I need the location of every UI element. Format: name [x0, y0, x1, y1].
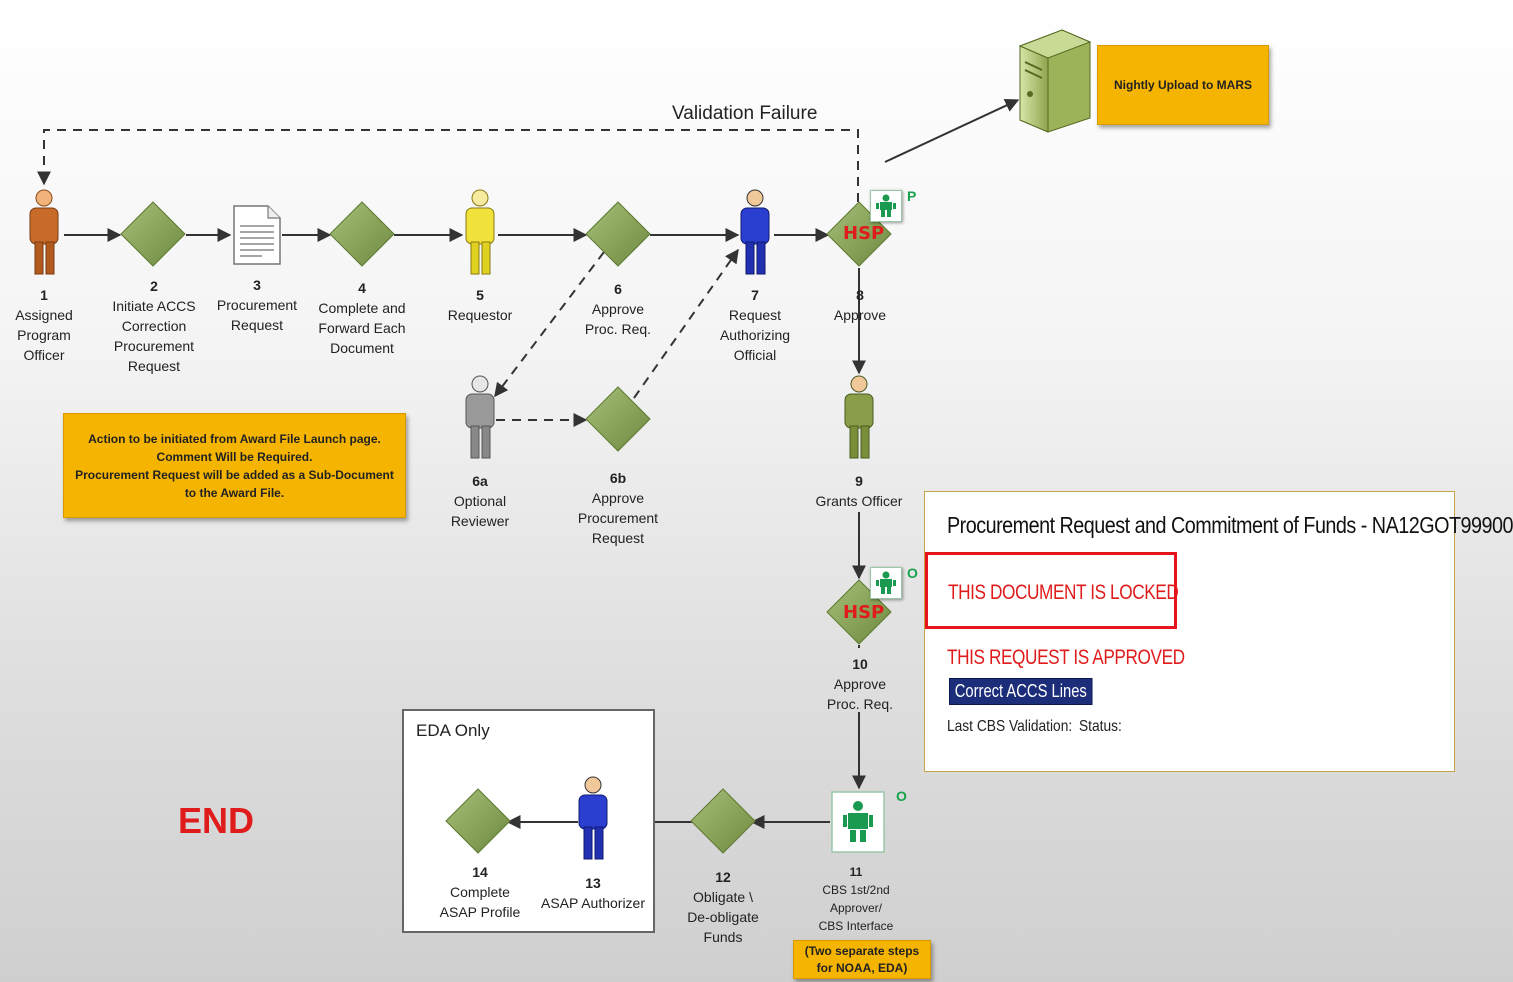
main-flow-connectors [64, 98, 1020, 829]
step-text: Obligate \ De-obligate Funds [687, 889, 759, 945]
step-text: Approve [833, 307, 887, 323]
step-number: 3 [253, 277, 261, 293]
step-4-label: 4 Complete and Forward Each Document [307, 278, 417, 358]
eda-only-title: EDA Only [416, 721, 490, 740]
step-4-diamond [329, 201, 395, 267]
document-status-panel: Procurement Request and Commitment of Fu… [924, 491, 1513, 772]
step-text: Approve Procurement Request [577, 490, 659, 546]
action-note: Action to be initiated from Award File L… [63, 413, 406, 518]
hsp-label: HSP [843, 602, 885, 623]
role-o-letter: O [896, 788, 907, 804]
step-number: 10 [852, 656, 868, 672]
end-label: END [178, 800, 255, 841]
step-2-label: 2 Initiate ACCS Correction Procurement R… [99, 276, 209, 376]
step-12-label: 12 Obligate \ De-obligate Funds [673, 867, 773, 947]
step-text: Complete and Forward Each Document [318, 300, 406, 356]
step-number: 1 [40, 287, 48, 303]
step-number: 13 [585, 875, 601, 891]
step-2-diamond [120, 201, 186, 267]
step-text: Procurement Request [216, 297, 298, 333]
step-10-label: 10 Approve Proc. Req. [810, 654, 910, 714]
step-number: 14 [472, 864, 488, 880]
step-number: 6b [609, 470, 627, 486]
role-badge-icon [870, 190, 902, 222]
role-o-letter: O [907, 565, 918, 581]
step-6-diamond [585, 201, 651, 267]
server-icon [1018, 29, 1092, 133]
person-green-icon [844, 375, 874, 459]
step-5-label: 5 Requestor [430, 285, 530, 325]
step-text: Assigned Program Officer [15, 307, 73, 363]
step-number: 12 [715, 869, 731, 885]
last-cbs-validation-label: Last CBS Validation: [947, 718, 1073, 735]
mars-upload-note: Nightly Upload to MARS [1097, 45, 1269, 125]
step-number: 2 [150, 278, 158, 294]
step-6a-label: 6a Optional Reviewer [430, 471, 530, 531]
optional-review-connectors [494, 248, 739, 427]
person-yellow-icon [465, 189, 495, 275]
step-text: Approve Proc. Req. [826, 676, 894, 712]
step-text: Initiate ACCS Correction Procurement Req… [112, 298, 196, 374]
step-13-label: 13 ASAP Authorizer [535, 873, 651, 913]
step-8-label: 8 Approve [810, 285, 910, 325]
locked-status-text: THIS DOCUMENT IS LOCKED [948, 581, 1179, 604]
step-6b-label: 6b Approve Procurement Request [563, 468, 673, 548]
document-title: Procurement Request and Commitment of Fu… [947, 512, 1513, 538]
step-number: 11 [849, 865, 863, 879]
step-text: Grants Officer [815, 493, 903, 509]
step-number: 7 [751, 287, 759, 303]
step-text: Approve Proc. Req. [584, 301, 652, 337]
step-text: Complete ASAP Profile [439, 884, 521, 920]
step-12-diamond [690, 788, 756, 854]
step-text: Requestor [447, 307, 513, 323]
hsp-label: HSP [843, 223, 885, 244]
person-orange-icon [29, 189, 59, 275]
step-number: 6 [614, 281, 622, 297]
step-number: 8 [856, 287, 864, 303]
step-9-label: 9 Grants Officer [799, 471, 919, 511]
role-badge-icon [870, 567, 902, 599]
step-6b-diamond [585, 386, 651, 452]
step-text: Request Authorizing Official [719, 307, 791, 363]
role-badge-icon [831, 791, 885, 853]
step-14-label: 14 Complete ASAP Profile [430, 862, 530, 922]
step-number: 6a [472, 473, 488, 489]
step-text: Optional Reviewer [450, 493, 510, 529]
step-11-label: 11 CBS 1st/2nd Approver/ CBS Interface [805, 863, 907, 935]
step-text: CBS 1st/2nd Approver/ CBS Interface [818, 883, 894, 933]
step-text: ASAP Authorizer [540, 895, 646, 911]
step-7-label: 7 Request Authorizing Official [705, 285, 805, 365]
person-blue-icon [740, 189, 770, 275]
validation-failure-label: Validation Failure [672, 103, 818, 124]
step-3-label: 3 Procurement Request [207, 275, 307, 335]
correct-accs-lines-button[interactable]: Correct ACCS Lines [949, 678, 1093, 705]
validation-failure-connector [37, 129, 859, 202]
eda-only-group: EDA Only [402, 709, 655, 933]
step-number: 9 [855, 473, 863, 489]
step-6-label: 6 Approve Proc. Req. [568, 279, 668, 339]
cbs-note: (Two separate steps for NOAA, EDA) [793, 940, 931, 979]
document-icon [233, 205, 281, 265]
step-number: 4 [358, 280, 366, 296]
step-number: 5 [476, 287, 484, 303]
status-label: Status: [1079, 718, 1122, 735]
locked-highlight-box: THIS DOCUMENT IS LOCKED [925, 552, 1179, 629]
role-p-letter: P [907, 188, 917, 204]
person-gray-icon [465, 375, 495, 459]
step-1-label: 1 Assigned Program Officer [4, 285, 84, 365]
approved-status-text: THIS REQUEST IS APPROVED [947, 646, 1185, 669]
